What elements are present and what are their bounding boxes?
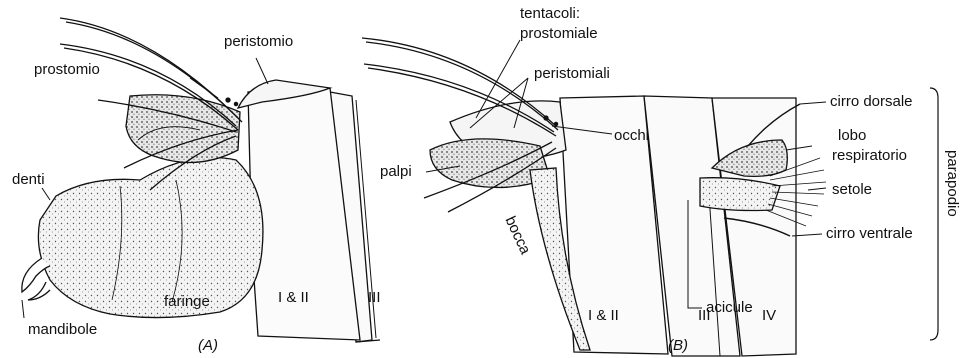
label-segment-I-II-a: I & II <box>278 290 309 305</box>
label-setole: setole <box>832 182 872 197</box>
label-acicule: acicule <box>706 300 753 315</box>
label-prostomio: prostomio <box>34 62 100 77</box>
label-palpi: palpi <box>380 164 412 179</box>
label-segment-I-II-b: I & II <box>588 308 619 323</box>
caption-panel-a: (A) <box>198 338 218 353</box>
label-tentacoli: tentacoli: <box>520 6 580 21</box>
label-peristomiali: peristomiali <box>534 66 610 81</box>
label-denti: denti <box>12 172 45 187</box>
label-segment-IV-b: IV <box>762 308 776 323</box>
label-faringe: faringe <box>164 294 210 309</box>
label-prostomiale: prostomiale <box>520 26 598 41</box>
label-cirro-ventrale: cirro ventrale <box>826 226 913 241</box>
caption-panel-b: (B) <box>668 338 688 353</box>
label-parapodio: parapodio <box>945 150 960 217</box>
parapodio-bracket <box>930 88 938 340</box>
label-respiratorio: respiratorio <box>832 148 907 163</box>
prostomium-a <box>126 95 240 163</box>
label-lobo: lobo <box>838 128 866 143</box>
label-cirro-dorsale: cirro dorsale <box>830 94 913 109</box>
label-peristomio: peristomio <box>224 34 293 49</box>
label-segment-III-a: III <box>368 290 381 305</box>
label-mandibole: mandibole <box>28 322 97 337</box>
pharynx-a <box>38 158 263 318</box>
label-occhi: occhi <box>614 128 649 143</box>
